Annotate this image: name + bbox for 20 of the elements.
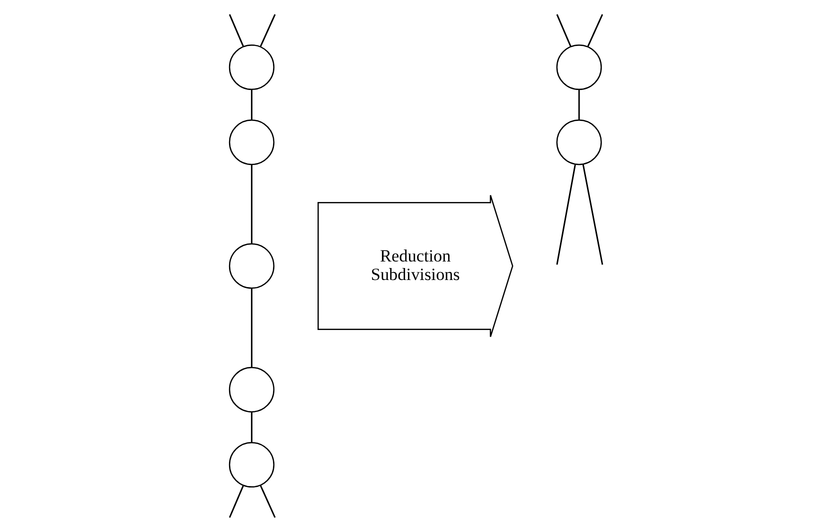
connector xyxy=(228,14,244,47)
connector xyxy=(260,484,276,518)
node-circle xyxy=(556,120,602,166)
node-circle xyxy=(228,44,274,90)
connector xyxy=(228,486,244,518)
connector xyxy=(250,89,252,120)
connector xyxy=(250,412,252,442)
connector xyxy=(556,164,576,265)
node-circle xyxy=(556,44,602,90)
node-circle xyxy=(228,243,274,289)
connector xyxy=(260,14,276,47)
connector xyxy=(587,14,604,47)
connector xyxy=(578,89,580,120)
node-circle xyxy=(228,442,274,488)
connector xyxy=(556,14,572,47)
connector xyxy=(250,288,252,368)
connector xyxy=(250,164,252,244)
node-circle xyxy=(228,120,274,166)
node-circle xyxy=(228,366,274,412)
connector xyxy=(582,164,604,265)
